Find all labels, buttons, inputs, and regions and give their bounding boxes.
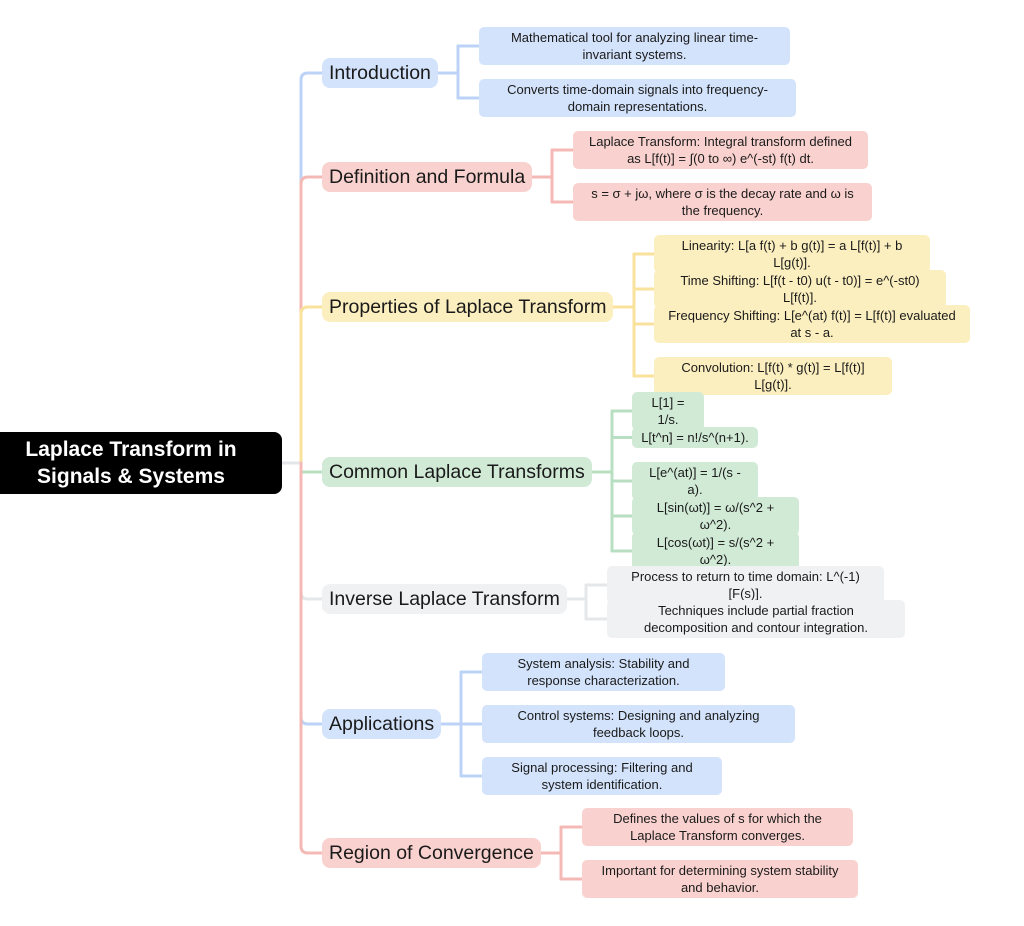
leaf-node[interactable]: L[cos(ωt)] = s/(s^2 + ω^2).	[632, 532, 799, 570]
trunk-link-applications	[299, 461, 324, 726]
leaf-node[interactable]: Frequency Shifting: L[e^(at) f(t)] = L[f…	[654, 305, 970, 343]
leaf-node[interactable]: L[sin(ωt)] = ω/(s^2 + ω^2).	[632, 497, 799, 535]
leaf-node[interactable]: Important for determining system stabili…	[582, 860, 858, 898]
leaf-node[interactable]: Converts time-domain signals into freque…	[479, 79, 796, 117]
branch-inverse-laplace-transform[interactable]: Inverse Laplace Transform	[322, 584, 567, 614]
root-node[interactable]: Laplace Transform in Signals & Systems	[0, 432, 282, 494]
trunk-link-introduction	[299, 71, 324, 465]
leaf-node[interactable]: Laplace Transform: Integral transform de…	[573, 131, 868, 169]
leaf-node[interactable]: Mathematical tool for analyzing linear t…	[479, 27, 790, 65]
trunk-link-inverse-laplace-transform	[299, 461, 324, 601]
leaf-node[interactable]: Techniques include partial fraction deco…	[607, 600, 905, 638]
branch-properties-of-laplace-transform[interactable]: Properties of Laplace Transform	[322, 292, 614, 322]
leaf-node[interactable]: Time Shifting: L[f(t - t0) u(t - t0)] = …	[654, 270, 946, 308]
branch-common-laplace-transforms[interactable]: Common Laplace Transforms	[322, 457, 592, 487]
leaf-node[interactable]: s = σ + jω, where σ is the decay rate an…	[573, 183, 872, 221]
leaf-node[interactable]: Signal processing: Filtering and system …	[482, 757, 722, 795]
leaf-node[interactable]: Linearity: L[a f(t) + b g(t)] = a L[f(t)…	[654, 235, 930, 273]
branch-introduction[interactable]: Introduction	[322, 58, 438, 88]
trunk-link-properties-of-laplace-transform	[299, 305, 324, 465]
leaf-node[interactable]: Process to return to time domain: L^(-1)…	[607, 566, 884, 604]
trunk-link-region-of-convergence	[299, 461, 324, 855]
leaf-node[interactable]: L[e^(at)] = 1/(s - a).	[632, 462, 758, 500]
leaf-node[interactable]: Defines the values of s for which the La…	[582, 808, 853, 846]
branch-applications[interactable]: Applications	[322, 709, 442, 739]
branch-definition-and-formula[interactable]: Definition and Formula	[322, 162, 533, 192]
leaf-node[interactable]: Control systems: Designing and analyzing…	[482, 705, 795, 743]
leaf-node[interactable]: L[1] = 1/s.	[632, 392, 704, 430]
leaf-node[interactable]: System analysis: Stability and response …	[482, 653, 725, 691]
branch-region-of-convergence[interactable]: Region of Convergence	[322, 838, 541, 868]
trunk-link-definition-and-formula	[299, 175, 324, 465]
leaf-node[interactable]: Convolution: L[f(t) * g(t)] = L[f(t)] L[…	[654, 357, 892, 395]
leaf-node[interactable]: L[t^n] = n!/s^(n+1).	[632, 427, 758, 448]
